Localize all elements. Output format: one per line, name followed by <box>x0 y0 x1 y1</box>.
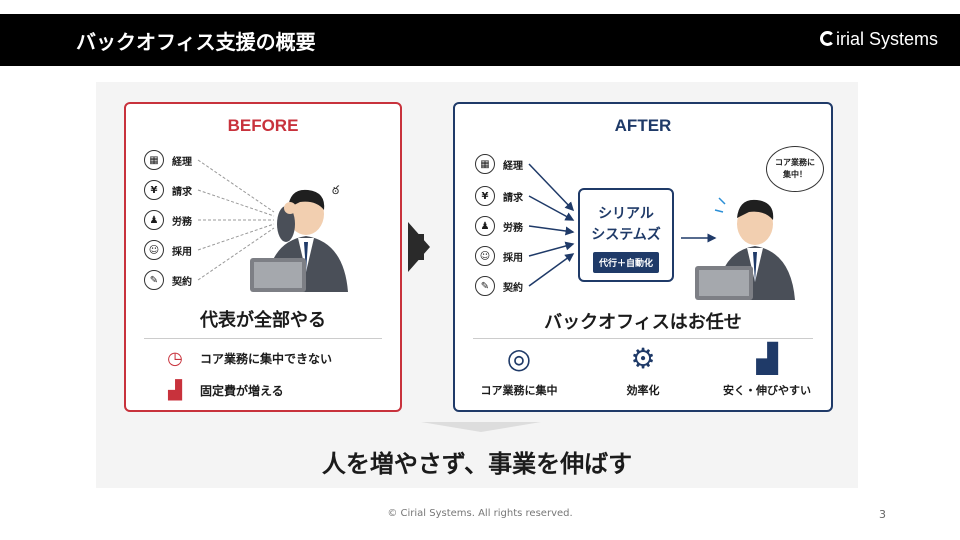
task-label: 労務 <box>503 222 523 234</box>
task-label: 採用 <box>172 246 192 258</box>
benefit-focus: ◎ コア業務に集中 <box>459 340 579 398</box>
tagline-pointer <box>421 422 541 432</box>
contract-icon: ✎ <box>475 276 495 296</box>
service-tag: 代行＋自動化 <box>592 252 659 273</box>
after-task-accounting: ▦ 経理 <box>475 154 523 174</box>
task-label: 採用 <box>503 252 523 264</box>
task-label: 経理 <box>172 156 192 168</box>
recruit-icon: ☺ <box>475 246 495 266</box>
contract-icon: ✎ <box>144 270 164 290</box>
before-title: BEFORE <box>227 116 299 135</box>
issue-label: 固定費が増える <box>200 384 284 398</box>
after-title: AFTER <box>614 116 672 135</box>
chart-up-icon: ▟ <box>168 380 182 401</box>
service-box: シリアルシステムズ 代行＋自動化 <box>578 188 674 282</box>
target-icon: ◎ <box>506 342 532 375</box>
recruit-icon: ☺ <box>144 240 164 260</box>
transition-arrow-icon <box>408 222 430 272</box>
copyright: © Cirial Systems. All rights reserved. <box>387 508 573 519</box>
benefit-label: 安く・伸びやすい <box>723 384 811 397</box>
after-task-labor: ♟ 労務 <box>475 216 523 236</box>
logo-c-icon <box>819 31 835 46</box>
benefit-growth: ▟ 安く・伸びやすい <box>707 340 827 398</box>
gear-icon: ⚙ <box>630 342 656 375</box>
calculator-icon: ▦ <box>475 154 495 174</box>
invoice-icon: ¥ <box>475 186 495 206</box>
service-name-line1: シリアル <box>598 206 654 222</box>
task-label: 請求 <box>503 192 523 204</box>
task-label: 契約 <box>172 276 192 288</box>
issue-label: コア業務に集中できない <box>200 352 333 366</box>
before-panel: BEFORE ▦ 経理 ¥ 請求 ♟ 労務 ☺ 採用 ✎ 契約 ఠ <box>124 102 402 412</box>
before-task-labor: ♟ 労務 <box>144 210 192 230</box>
brand-logo: irial Systems <box>819 29 938 50</box>
speech-bubble: コア業務に集中！ <box>766 146 824 192</box>
people-icon: ♟ <box>475 216 495 236</box>
overview-figure: BEFORE ▦ 経理 ¥ 請求 ♟ 労務 ☺ 採用 ✎ 契約 ఠ <box>96 82 858 488</box>
clock-icon: ◷ <box>167 348 183 369</box>
task-flow-rays <box>197 159 275 281</box>
benefit-efficiency: ⚙ 効率化 <box>583 340 703 398</box>
after-panel: AFTER ▦ 経理 ¥ 請求 ♟ 労務 ☺ 採用 ✎ 契約 シリアルシステムズ 代行＋自… <box>453 102 833 412</box>
delegation-arrows <box>528 163 717 287</box>
before-task-recruiting: ☺ 採用 <box>144 240 192 260</box>
calculator-icon: ▦ <box>144 150 164 170</box>
stressed-ceo-illustration: ఠ <box>250 183 348 292</box>
service-name-line2: システムズ <box>591 227 661 243</box>
divider <box>473 338 813 339</box>
bubble-line1: コア業務に <box>775 158 815 167</box>
after-task-billing: ¥ 請求 <box>475 186 523 206</box>
people-icon: ♟ <box>144 210 164 230</box>
benefit-label: 効率化 <box>626 384 660 397</box>
page-number: 3 <box>879 508 886 521</box>
focused-ceo-illustration <box>695 197 795 300</box>
header-bar: バックオフィス支援の概要 irial Systems <box>0 14 960 66</box>
before-task-billing: ¥ 請求 <box>144 180 192 200</box>
issue-fixed-costs: ▟ 固定費が増える <box>164 380 284 401</box>
tagline: 人を増やさず、事業を伸ばす <box>321 450 633 478</box>
task-label: 請求 <box>172 186 192 198</box>
task-label: 契約 <box>503 282 523 294</box>
after-task-contract: ✎ 契約 <box>475 276 523 296</box>
invoice-icon: ¥ <box>144 180 164 200</box>
task-label: 経理 <box>503 160 523 172</box>
before-task-contract: ✎ 契約 <box>144 270 192 290</box>
brand-name: irial Systems <box>835 29 938 49</box>
slide-title: バックオフィス支援の概要 <box>76 30 316 54</box>
task-label: 労務 <box>172 216 192 228</box>
before-task-accounting: ▦ 経理 <box>144 150 192 170</box>
issue-cannot-focus: ◷ コア業務に集中できない <box>164 348 332 369</box>
before-caption: 代表が全部やる <box>200 310 326 331</box>
growth-chart-icon: ▟ <box>756 342 778 375</box>
after-caption: バックオフィスはお任せ <box>544 312 742 333</box>
after-task-recruiting: ☺ 採用 <box>475 246 523 266</box>
benefit-label: コア業務に集中 <box>480 384 558 397</box>
svg-text:ఠ: ఠ <box>332 183 340 197</box>
divider <box>144 338 382 339</box>
bubble-line2: 集中！ <box>783 170 807 179</box>
